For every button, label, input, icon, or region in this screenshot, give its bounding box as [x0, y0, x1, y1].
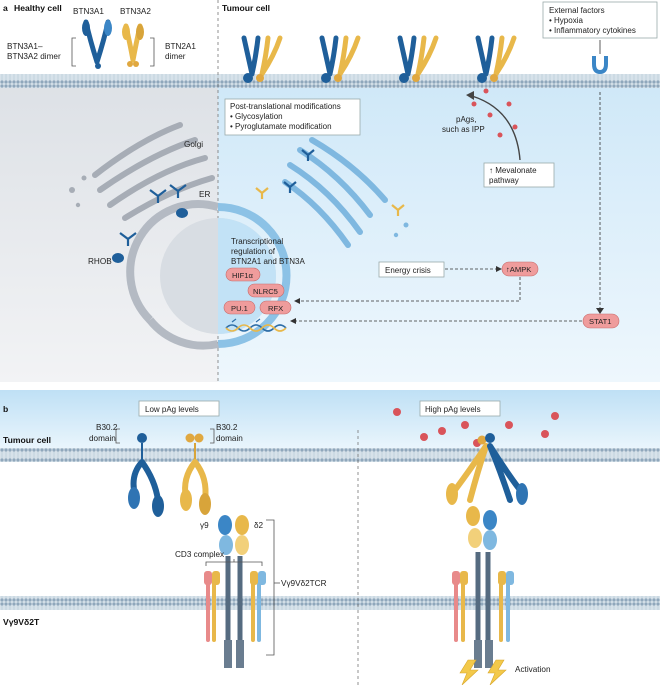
dimer1-label-line1: BTN3A1– [7, 42, 43, 51]
cd3-label: CD3 complex [175, 550, 224, 559]
b30-left-line1: B30.2 [96, 423, 118, 432]
pag-molecules-a [471, 88, 518, 138]
btn-complex-high [446, 433, 528, 505]
pags-label-line1: pAgs, [456, 115, 476, 124]
golgi-label: Golgi [184, 140, 203, 149]
activation-label: Activation [515, 665, 551, 674]
dna-strand [225, 324, 287, 332]
tumour-cell-label-b: Tumour cell [3, 435, 51, 445]
external-factors-title: External factors [549, 6, 605, 15]
stat1-label: STAT1 [589, 317, 612, 326]
b30-right-line2: domain [216, 434, 243, 443]
hif1a-pill [225, 267, 261, 282]
tumour-cell-title: Tumour cell [222, 3, 270, 13]
panel-a-letter: a [3, 3, 8, 13]
btn3a2-label: BTN3A2 [120, 7, 151, 16]
healthy-vesicle-btns [69, 175, 188, 246]
er-healthy [126, 200, 220, 323]
er-tumour [217, 203, 291, 348]
b30-left-line2: domain [89, 434, 116, 443]
tumour-membrane-b [0, 448, 660, 462]
tcell-label: Vγ9Vδ2T [3, 617, 40, 627]
mevalonate-line1: ↑ Mevalonate [489, 166, 537, 175]
ptm-title: Post-translational modifications [230, 102, 341, 111]
gamma9-label: γ9 [200, 521, 209, 530]
panel-b-letter: b [3, 404, 8, 414]
stat1-pill [582, 313, 620, 329]
nlrc5-label: NLRC5 [253, 287, 278, 296]
tumour-cell-region-b [0, 390, 660, 448]
nlrc5-pill [247, 283, 285, 298]
dimer2-label-line2: dimer [165, 52, 186, 61]
rfx-label: RFX [268, 304, 283, 313]
pag-molecules-b [393, 408, 559, 447]
cytokine-receptor [592, 56, 608, 75]
mevalonate-arrow [471, 95, 521, 161]
dimer1-label-line2: BTN3A2 dimer [7, 52, 61, 61]
tumour-vesicle-btns [255, 149, 409, 238]
delta2-label: δ2 [254, 521, 264, 530]
hif1a-label: HIF1α [232, 271, 253, 280]
ptm-pyroglutamate: • Pyroglutamate modification [230, 122, 332, 131]
healthy-cell-title: Healthy cell [14, 3, 62, 13]
pags-label-line2: such as IPP [442, 125, 485, 134]
btn3a1-label: BTN3A1 [73, 7, 104, 16]
transcriptional-line2: regulation of [231, 247, 276, 256]
dimer2-bracket [150, 37, 155, 67]
btn3a1-btn3a2-dimer-legend [82, 19, 112, 69]
tcr-complex-low [204, 515, 266, 668]
activation-bolt-icon [459, 659, 507, 685]
panel-a: a Healthy cell Tumour cell BTN3A1 BTN3A2… [0, 0, 660, 384]
ptm-box [224, 98, 361, 136]
dimer2-label-line1: BTN2A1 [165, 42, 196, 51]
energy-crisis-box [378, 261, 445, 278]
tcr-bracket [266, 519, 275, 656]
ampk-pill [501, 261, 539, 277]
cd3-bracket [205, 559, 263, 566]
external-factor-cytokines: • Inflammatory cytokines [549, 26, 636, 35]
b30-right-line1: B30.2 [216, 423, 238, 432]
external-factor-hypoxia: • Hypoxia [549, 16, 583, 25]
ampk-label: ↑AMPK [506, 265, 531, 274]
rhob-marker [112, 253, 124, 263]
tcr-complex-high [452, 506, 514, 668]
btn2a1-dimer-low [180, 433, 211, 515]
ptm-glycosylation: • Glycosylation [230, 112, 283, 121]
panel-b: b Tumour cell Vγ9Vδ2T Low pAg levels Hig… [0, 390, 660, 685]
high-pag-label: High pAg levels [425, 405, 481, 414]
ampk-to-factors-arrow [300, 277, 521, 302]
er-label: ER [199, 190, 210, 199]
mevalonate-line2: pathway [489, 176, 519, 185]
tcell-membrane-b [0, 596, 660, 610]
transcriptional-line3: BTN2A1 and BTN3A [231, 257, 305, 266]
energy-crisis-label: Energy crisis [385, 266, 431, 275]
rhob-label: RHOB [88, 257, 112, 266]
pu1-label: PU.1 [231, 304, 248, 313]
tcr-label: Vγ9Vδ2TCR [281, 579, 327, 588]
rfx-pill [259, 300, 292, 315]
low-pag-label: Low pAg levels [145, 405, 199, 414]
golgi-healthy [92, 122, 215, 221]
low-pag-box [138, 400, 220, 417]
external-factors-box [542, 1, 658, 39]
stat1-arrowhead [596, 308, 604, 314]
btn3a-dimer-low [128, 433, 164, 517]
tumour-membrane-btn-complexes [241, 35, 517, 83]
btn2a1-dimer-legend [122, 23, 144, 67]
pu1-pill [223, 300, 256, 315]
high-pag-box [419, 400, 501, 417]
dimer1-bracket [71, 37, 76, 67]
mevalonate-box [483, 162, 555, 188]
transcriptional-line1: Transcriptional [231, 237, 283, 246]
